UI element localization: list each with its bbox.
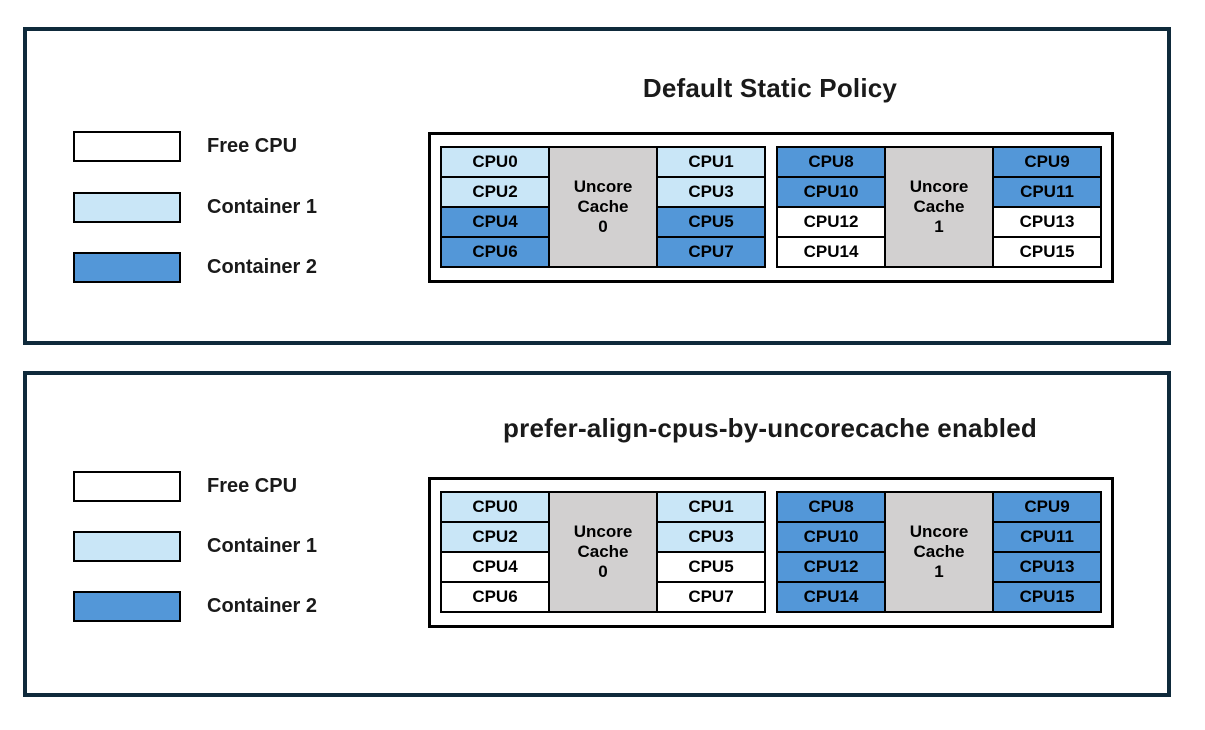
legend-item-free-cpu: Free CPU [73, 131, 297, 162]
uncore-cache-label: Cache [913, 542, 965, 561]
legend-item-container-2: Container 2 [73, 252, 317, 283]
uncore-group-0: CPU0 CPU2 CPU4 CPU6 Uncore Cache 0 CPU1 … [440, 491, 766, 613]
cpu-cell: CPU11 [994, 178, 1100, 206]
legend-label: Container 2 [207, 595, 318, 617]
page-title: prefer-align-cpus-by-uncorecache enabled [503, 413, 1037, 443]
cpu-column: CPU9 CPU11 CPU13 CPU15 [994, 493, 1100, 611]
legend-item-container-1: Container 1 [73, 192, 317, 223]
cpu-cell: CPU12 [778, 208, 884, 236]
uncore-cache-label: Cache [913, 197, 965, 216]
uncore-cache-label: Uncore [573, 522, 633, 541]
cpu-cell: CPU0 [442, 493, 548, 521]
cpu-column: CPU0 CPU2 CPU4 CPU6 [442, 148, 548, 266]
uncore-cache-box: Uncore Cache 0 [550, 148, 656, 266]
cpu-topology-diagram: CPU0 CPU2 CPU4 CPU6 Uncore Cache 0 CPU1 … [428, 132, 1114, 283]
cpu-column: CPU8 CPU10 CPU12 CPU14 [778, 493, 884, 611]
uncore-cache-box: Uncore Cache 1 [886, 493, 992, 611]
legend-label: Free CPU [207, 475, 298, 497]
legend-swatch-container-2 [73, 591, 181, 622]
cpu-cell: CPU14 [778, 583, 884, 611]
panel-prefer-align-uncorecache: prefer-align-cpus-by-uncorecache enabled… [23, 371, 1171, 697]
uncore-cache-label: Uncore [909, 522, 969, 541]
cpu-cell: CPU13 [994, 208, 1100, 236]
cpu-cell: CPU7 [658, 583, 764, 611]
uncore-cache-label: 1 [934, 217, 944, 236]
uncore-cache-box: Uncore Cache 1 [886, 148, 992, 266]
legend-label: Container 2 [207, 256, 318, 278]
uncore-group-1: CPU8 CPU10 CPU12 CPU14 Uncore Cache 1 CP… [776, 146, 1102, 268]
legend-swatch-free-cpu [73, 471, 181, 502]
uncore-cache-label: Cache [577, 197, 629, 216]
cpu-cell: CPU8 [778, 493, 884, 521]
uncore-cache-label: 1 [934, 562, 944, 581]
uncore-cache-label: Uncore [909, 177, 969, 196]
uncore-group-0: CPU0 CPU2 CPU4 CPU6 Uncore Cache 0 CPU1 … [440, 146, 766, 268]
uncore-cache-label: Uncore [573, 177, 633, 196]
legend-label: Free CPU [207, 135, 298, 157]
cpu-cell: CPU11 [994, 523, 1100, 551]
cpu-cell: CPU2 [442, 523, 548, 551]
uncore-cache-box: Uncore Cache 0 [550, 493, 656, 611]
cpu-cell: CPU10 [778, 523, 884, 551]
cpu-cell: CPU2 [442, 178, 548, 206]
cpu-cell: CPU0 [442, 148, 548, 176]
cpu-cell: CPU3 [658, 523, 764, 551]
cpu-column: CPU1 CPU3 CPU5 CPU7 [658, 148, 764, 266]
cpu-cell: CPU15 [994, 238, 1100, 266]
cpu-cell: CPU1 [658, 148, 764, 176]
cpu-cell: CPU7 [658, 238, 764, 266]
legend-swatch-container-1 [73, 531, 181, 562]
cpu-cell: CPU4 [442, 208, 548, 236]
cpu-cell: CPU4 [442, 553, 548, 581]
panel-default-static-policy: Default Static Policy Free CPU Container… [23, 27, 1171, 345]
legend-label: Container 1 [207, 196, 318, 218]
cpu-cell: CPU14 [778, 238, 884, 266]
cpu-cell: CPU8 [778, 148, 884, 176]
cpu-cell: CPU9 [994, 493, 1100, 521]
page-title: Default Static Policy [642, 73, 898, 103]
cpu-cell: CPU6 [442, 238, 548, 266]
legend-item-container-1: Container 1 [73, 531, 317, 562]
cpu-cell: CPU1 [658, 493, 764, 521]
cpu-cell: CPU6 [442, 583, 548, 611]
legend-item-container-2: Container 2 [73, 591, 317, 622]
cpu-cell: CPU5 [658, 553, 764, 581]
cpu-cell: CPU13 [994, 553, 1100, 581]
legend-swatch-container-2 [73, 252, 181, 283]
cpu-cell: CPU12 [778, 553, 884, 581]
cpu-column: CPU1 CPU3 CPU5 CPU7 [658, 493, 764, 611]
uncore-cache-label: 0 [598, 562, 608, 581]
cpu-cell: CPU10 [778, 178, 884, 206]
cpu-cell: CPU9 [994, 148, 1100, 176]
legend-label: Container 1 [207, 535, 318, 557]
cpu-cell: CPU3 [658, 178, 764, 206]
legend-swatch-free-cpu [73, 131, 181, 162]
cpu-topology-diagram: CPU0 CPU2 CPU4 CPU6 Uncore Cache 0 CPU1 … [428, 477, 1114, 628]
cpu-cell: CPU5 [658, 208, 764, 236]
cpu-column: CPU0 CPU2 CPU4 CPU6 [442, 493, 548, 611]
cpu-column: CPU9 CPU11 CPU13 CPU15 [994, 148, 1100, 266]
uncore-cache-label: Cache [577, 542, 629, 561]
uncore-group-1: CPU8 CPU10 CPU12 CPU14 Uncore Cache 1 CP… [776, 491, 1102, 613]
legend-swatch-container-1 [73, 192, 181, 223]
cpu-column: CPU8 CPU10 CPU12 CPU14 [778, 148, 884, 266]
uncore-cache-label: 0 [598, 217, 608, 236]
legend-item-free-cpu: Free CPU [73, 471, 297, 502]
cpu-cell: CPU15 [994, 583, 1100, 611]
